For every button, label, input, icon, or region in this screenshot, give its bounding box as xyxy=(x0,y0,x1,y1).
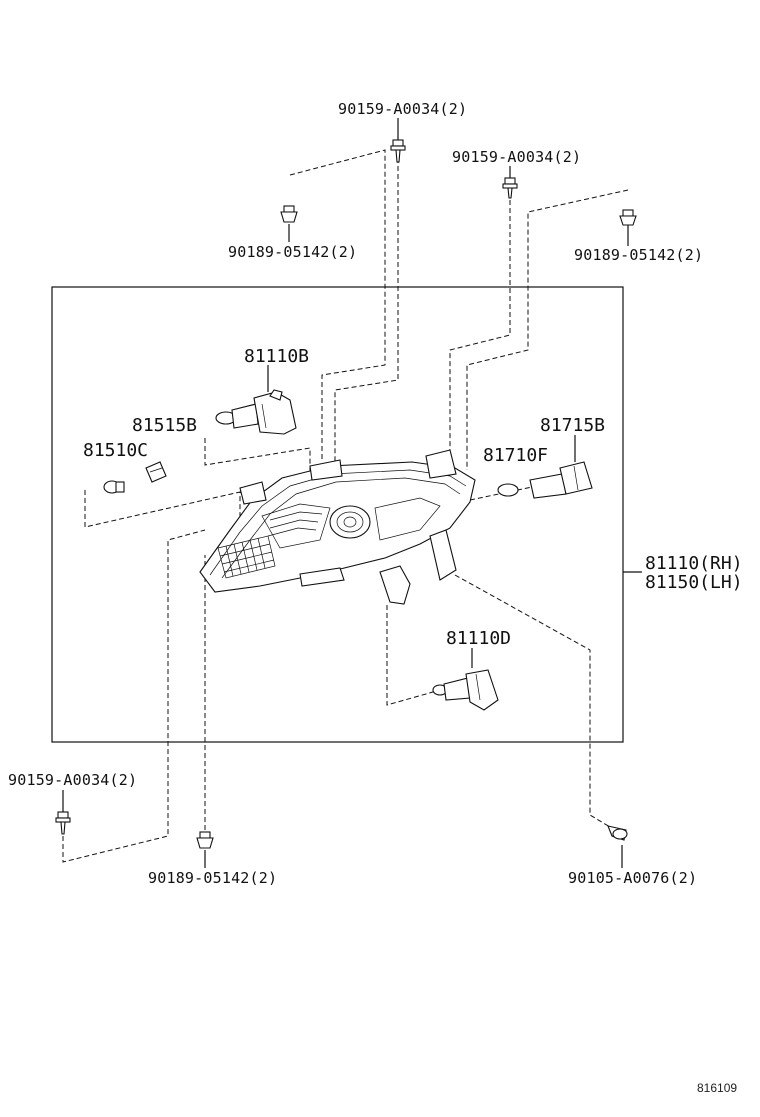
label-81715b: 81715B xyxy=(540,415,606,436)
label-assy-rh: 81110(RH) xyxy=(645,553,743,574)
screw-dashed-line xyxy=(454,574,616,831)
bulb-81110b-icon xyxy=(215,389,297,435)
socket-81515b-icon xyxy=(145,461,167,483)
clip-icon-bottom xyxy=(55,811,71,835)
bulb-81510c-dashed-line xyxy=(84,490,241,540)
housing-grid xyxy=(217,535,276,579)
bulb-81510c-icon xyxy=(103,480,125,494)
label-81515b: 81515B xyxy=(132,415,198,436)
clip1-dashed-line xyxy=(334,150,399,462)
reference-code: 816109 xyxy=(697,1081,738,1095)
label-grommet-left: 90189-05142(2) xyxy=(228,243,358,261)
assembly-frame xyxy=(51,286,624,743)
grommet-icon-right xyxy=(619,209,637,226)
clip-icon-top-1 xyxy=(390,139,406,163)
label-assy-lh: 81150(LH) xyxy=(645,572,743,593)
label-81710f: 81710F xyxy=(483,445,549,466)
label-grommet-bottom: 90189-05142(2) xyxy=(148,869,278,887)
label-81110b: 81110B xyxy=(244,346,310,367)
socket-81515b-dashed-line xyxy=(204,438,311,472)
label-clip-top-1: 90159-A0034(2) xyxy=(338,100,468,118)
socket-81715b-icon xyxy=(529,461,593,499)
grommet-icon-bottom xyxy=(196,831,214,849)
clip2-dashed-line xyxy=(449,200,511,455)
grommet-right-dashed-line xyxy=(466,189,629,470)
screw-icon xyxy=(607,825,628,841)
label-81110d: 81110D xyxy=(446,628,512,649)
label-clip-bottom: 90159-A0034(2) xyxy=(8,771,138,789)
label-grommet-right: 90189-05142(2) xyxy=(574,246,704,264)
label-81510c: 81510C xyxy=(83,440,149,461)
grommet-icon-left xyxy=(280,205,298,223)
bulb-81110d-dashed-line xyxy=(386,605,441,706)
clip-icon-top-2 xyxy=(502,177,518,199)
bottom-clip-dashed-line xyxy=(62,529,206,863)
label-clip-top-2: 90159-A0034(2) xyxy=(452,148,582,166)
bulb-81110d-icon xyxy=(432,669,499,711)
label-screw-bottom: 90105-A0076(2) xyxy=(568,869,698,887)
bulb-81710f-icon xyxy=(497,483,519,497)
headlamp-assembly-icon xyxy=(199,449,476,605)
grommet-left-dashed-line xyxy=(289,149,386,462)
